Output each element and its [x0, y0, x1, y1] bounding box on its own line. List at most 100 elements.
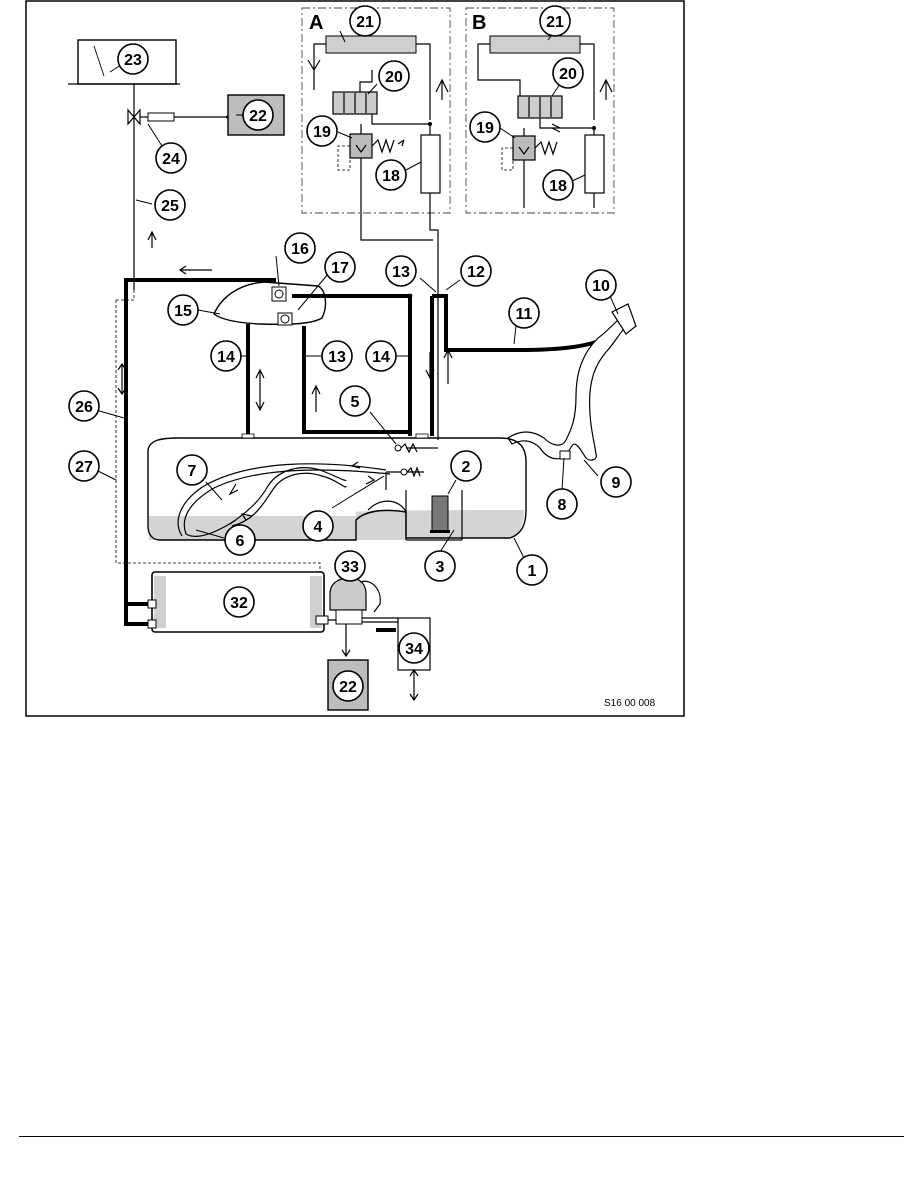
- component-2: [431, 495, 449, 533]
- callout-33: 33: [334, 550, 366, 582]
- callout-34: 34: [398, 632, 430, 664]
- leader-lines: [95, 30, 619, 563]
- svg-text:17: 17: [331, 260, 349, 277]
- valve-21-b: [512, 135, 536, 161]
- callout-20-b: 18: [542, 169, 574, 201]
- callout-23-b: 21: [539, 5, 571, 37]
- filler-neck: [507, 303, 637, 461]
- line-11: [432, 294, 597, 352]
- callout-24-top: 22: [242, 99, 274, 131]
- svg-text:4: 4: [314, 519, 323, 536]
- svg-text:7: 7: [188, 463, 197, 480]
- svg-text:21: 21: [356, 14, 374, 31]
- component-20-b: [584, 134, 605, 194]
- callout-5: 5: [339, 385, 371, 417]
- svg-text:14: 14: [372, 349, 390, 366]
- component-23-b: [489, 35, 581, 54]
- line-15: [302, 326, 408, 434]
- svg-text:2: 2: [462, 459, 471, 476]
- svg-text:24: 24: [162, 151, 180, 168]
- panel-b: B: [465, 7, 615, 214]
- callout-25: 23: [117, 43, 149, 75]
- callout-7: 7: [176, 454, 208, 486]
- svg-text:10: 10: [592, 278, 610, 295]
- callout-8: 8: [546, 488, 578, 520]
- callout-23-a: 21: [349, 5, 381, 37]
- svg-text:8: 8: [558, 497, 567, 514]
- footer-rule: [19, 1136, 904, 1137]
- svg-text:34: 34: [405, 641, 423, 658]
- callout-18: 16: [284, 232, 316, 264]
- svg-text:6: 6: [236, 533, 245, 550]
- callout-10: 10: [585, 269, 617, 301]
- callout-16: 14: [210, 340, 242, 372]
- component-19: [277, 312, 293, 326]
- svg-text:13: 13: [328, 349, 346, 366]
- callout-15: 13: [321, 340, 353, 372]
- callout-14: 14: [365, 340, 397, 372]
- svg-text:14: 14: [217, 349, 235, 366]
- callout-19: 17: [324, 251, 356, 283]
- svg-text:20: 20: [385, 69, 403, 86]
- svg-text:12: 12: [467, 264, 485, 281]
- svg-text:22: 22: [249, 108, 267, 125]
- panel-a-label: A: [309, 12, 323, 34]
- svg-text:18: 18: [549, 178, 567, 195]
- callout-21-a: 19: [306, 115, 338, 147]
- svg-text:32: 32: [230, 595, 248, 612]
- panel-a: A: [301, 7, 451, 440]
- svg-text:33: 33: [341, 559, 359, 576]
- diagram-frame: [25, 0, 685, 717]
- callout-32: 32: [223, 586, 255, 618]
- svg-text:26: 26: [75, 399, 93, 416]
- component-33: [328, 577, 398, 658]
- callout-3: 3: [424, 550, 456, 582]
- svg-text:21: 21: [546, 14, 564, 31]
- component-26: [147, 112, 175, 122]
- callout-13: 13: [385, 255, 417, 287]
- svg-text:23: 23: [124, 52, 142, 69]
- callout-4: 4: [302, 510, 334, 542]
- callout-11: 11: [508, 297, 540, 329]
- component-8: [559, 450, 571, 460]
- callout-20-a: 18: [375, 159, 407, 191]
- callout-29: 27: [68, 450, 100, 482]
- component-23-a: [325, 35, 417, 54]
- callout-27: 25: [154, 189, 186, 221]
- svg-text:13: 13: [392, 264, 410, 281]
- svg-text:25: 25: [161, 198, 179, 215]
- svg-text:19: 19: [476, 120, 494, 137]
- svg-text:16: 16: [291, 241, 309, 258]
- svg-text:11: 11: [516, 306, 533, 323]
- callout-9: 9: [600, 466, 632, 498]
- callout-12: 12: [460, 255, 492, 287]
- svg-text:22: 22: [339, 679, 357, 696]
- fuel-tank-1: [147, 433, 527, 541]
- callouts: 21 21 20 20 19 19 18 18 23 22 24 25 16 1…: [68, 5, 632, 702]
- svg-text:1: 1: [528, 563, 537, 580]
- reference-code: S16 00 008: [604, 698, 656, 709]
- callout-1: 1: [516, 554, 548, 586]
- panel-b-label: B: [472, 12, 486, 34]
- callout-26: 24: [155, 142, 187, 174]
- svg-text:9: 9: [612, 475, 621, 492]
- component-18: [271, 286, 287, 302]
- line-14: [408, 296, 434, 436]
- callout-2: 2: [450, 450, 482, 482]
- svg-text:19: 19: [313, 124, 331, 141]
- line-29: [115, 290, 321, 575]
- svg-text:3: 3: [436, 559, 445, 576]
- expansion-tank-17: [213, 281, 410, 326]
- callout-22-a: 20: [378, 60, 410, 92]
- callout-6: 6: [224, 524, 256, 556]
- callout-17: 15: [167, 294, 199, 326]
- component-20-a: [420, 134, 441, 194]
- callout-22-b: 20: [552, 57, 584, 89]
- callout-21-b: 19: [469, 111, 501, 143]
- callout-24-bottom: 22: [332, 670, 364, 702]
- svg-text:5: 5: [351, 394, 360, 411]
- fuel-line-28: [124, 278, 276, 626]
- valve-21-a: [349, 133, 373, 159]
- svg-text:27: 27: [75, 459, 93, 476]
